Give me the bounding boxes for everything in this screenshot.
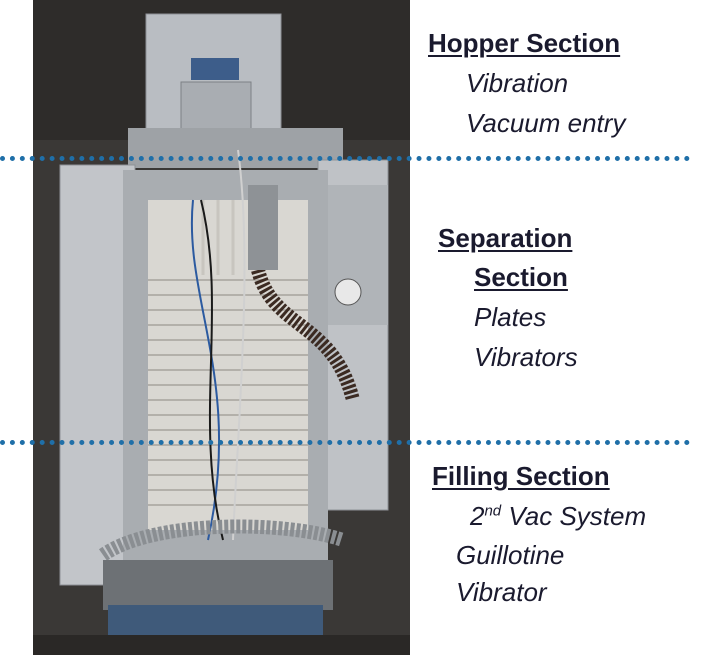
vac-rest: Vac System bbox=[501, 501, 647, 531]
machine-photo bbox=[33, 0, 410, 655]
vac-prefix: 2 bbox=[470, 501, 485, 531]
divider-top bbox=[0, 156, 690, 161]
hopper-heading: Hopper Section bbox=[428, 28, 621, 58]
separation-heading-line2: Section bbox=[474, 262, 568, 292]
separation-item-vibrators: Vibrators bbox=[474, 342, 578, 372]
filling-item-vibrator: Vibrator bbox=[456, 577, 547, 607]
filling-item-guillotine: Guillotine bbox=[456, 540, 565, 570]
separation-heading-line1: Separation bbox=[438, 223, 573, 253]
vac-sup: nd bbox=[484, 502, 502, 520]
hopper-item-vibration: Vibration bbox=[466, 68, 569, 98]
hopper-item-vacuum-entry: Vacuum entry bbox=[466, 108, 626, 138]
separation-item-plates: Plates bbox=[474, 302, 547, 332]
divider-bottom bbox=[0, 440, 690, 445]
filling-item-vac-system: 2nd Vac System bbox=[470, 503, 646, 529]
filling-heading: Filling Section bbox=[432, 461, 610, 491]
